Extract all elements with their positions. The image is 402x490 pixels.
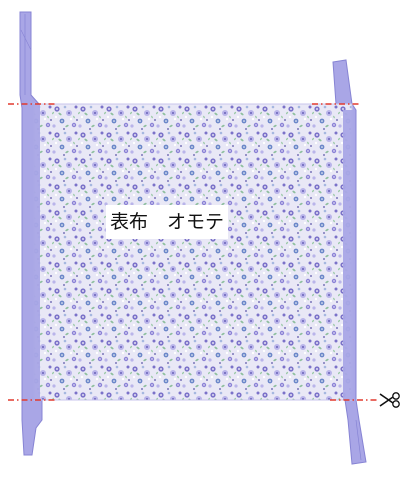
scissors-icon	[379, 392, 400, 408]
right-tape-overlay	[343, 110, 354, 400]
fabric-panel	[34, 104, 352, 400]
fabric-outer-side-label-text: 表布 オモテ	[110, 211, 225, 233]
left-tape-overlay	[30, 104, 40, 400]
fabric-outer-side-label: 表布 オモテ	[106, 205, 229, 239]
